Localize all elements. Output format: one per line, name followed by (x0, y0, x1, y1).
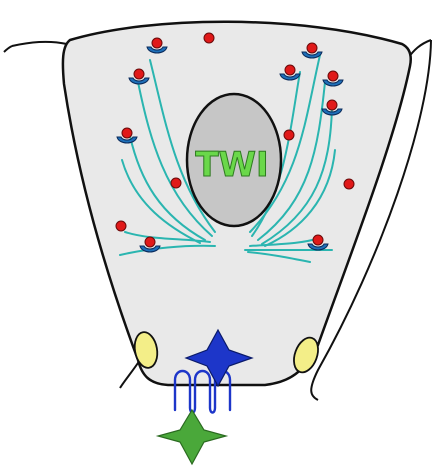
red-dot-icon (313, 235, 323, 245)
neighbor-cell-left-outline (4, 42, 67, 52)
red-dot-icon (328, 71, 338, 81)
red-dot-icon (134, 69, 144, 79)
red-dot-icon (327, 100, 337, 110)
red-dot-icon (307, 43, 317, 53)
red-dot-icon (284, 130, 294, 140)
green-star-icon (158, 410, 226, 464)
neighbor-cell-left-side (120, 360, 140, 388)
red-dot-icon (152, 38, 162, 48)
red-dot-icon (116, 221, 126, 231)
red-dot-icon (145, 237, 155, 247)
red-dot-icon (204, 33, 214, 43)
nucleus-label: TWI (195, 145, 268, 185)
red-dot-icon (171, 178, 181, 188)
red-dot-icon (122, 128, 132, 138)
red-dot-icon (344, 179, 354, 189)
red-dot-icon (285, 65, 295, 75)
